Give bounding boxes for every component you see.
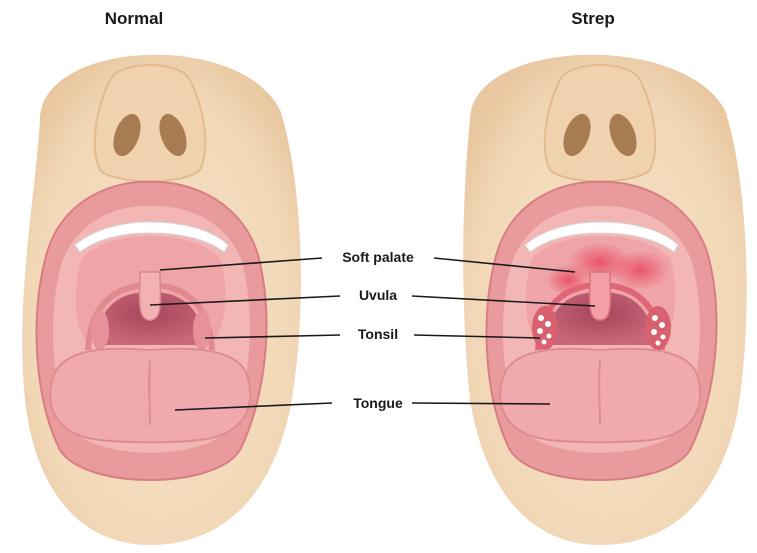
label-uvula: Uvula [323,287,433,303]
normal-panel-title: Normal [74,9,194,29]
label-soft-palate: Soft palate [323,249,433,265]
normal-tongue-groove [149,360,150,425]
normal-nose [95,65,205,181]
strep-panel-title: Strep [533,9,653,29]
strep-inflammation-right [610,250,670,290]
strep-nose [545,65,655,181]
strep-tongue-groove [599,360,600,425]
normal-tonsil-right [193,310,211,350]
label-tonsil: Tonsil [323,326,433,342]
strep-uvula [590,272,611,320]
label-tongue: Tongue [323,395,433,411]
strep-face [463,55,746,545]
normal-uvula [140,272,161,320]
normal-tonsil-left [91,310,109,350]
